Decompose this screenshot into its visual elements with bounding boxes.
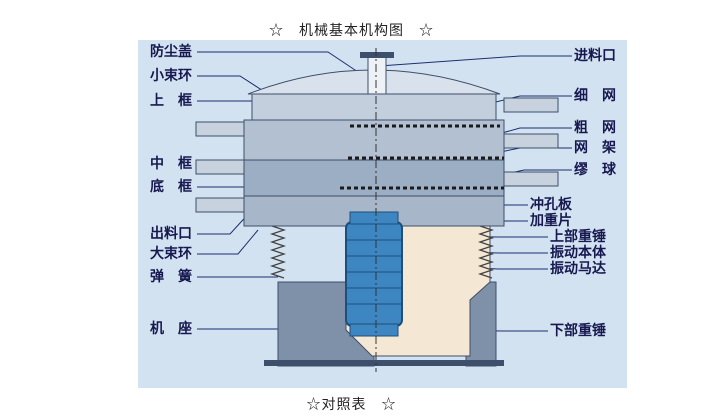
lower-weight [349,323,399,337]
base-foot [264,360,504,366]
label-upper-frame: 上 框 [150,93,192,109]
screens [340,124,504,190]
label-discharge-port: 出料口 [150,226,192,242]
label-counterweight-plate: 加重片 [530,213,572,229]
motor-fins [346,239,402,305]
label-bouncing-ball: 缪 球 [574,162,616,178]
label-bottom-frame: 底 框 [150,179,192,195]
vibration-motor [345,221,403,327]
label-fine-mesh: 细 网 [574,88,616,104]
label-middle-frame: 中 框 [150,156,192,172]
spouts [195,97,559,213]
caption: ☆对照表 ☆ [306,397,397,413]
label-spring: 弹 簧 [150,269,192,285]
middle-frame [243,159,505,197]
upper-weight [349,211,399,225]
label-small-clamp-ring: 小束环 [150,68,192,84]
label-mesh-frame: 网 架 [574,140,616,156]
label-dust-cover: 防尘盖 [150,44,192,60]
label-feed-inlet: 进料口 [574,48,616,64]
label-base: 机 座 [150,321,192,337]
label-lower-weight: 下部重锤 [550,323,606,339]
feed-inlet-flange [360,52,394,58]
label-perforated-plate: 冲孔板 [530,197,572,213]
label-vibration-motor: 振动马达 [550,261,606,277]
label-large-clamp-ring: 大束环 [150,246,192,262]
small-clamp-ring [251,93,497,121]
label-coarse-mesh: 粗 网 [574,120,616,136]
feed-inlet-pipe [367,55,387,95]
label-upper-weight: 上部重锤 [550,229,606,245]
diagram-title: ☆ 机械基本机构图 ☆ [269,23,434,39]
springs [269,225,495,279]
label-vibration-body: 振动本体 [550,245,606,261]
